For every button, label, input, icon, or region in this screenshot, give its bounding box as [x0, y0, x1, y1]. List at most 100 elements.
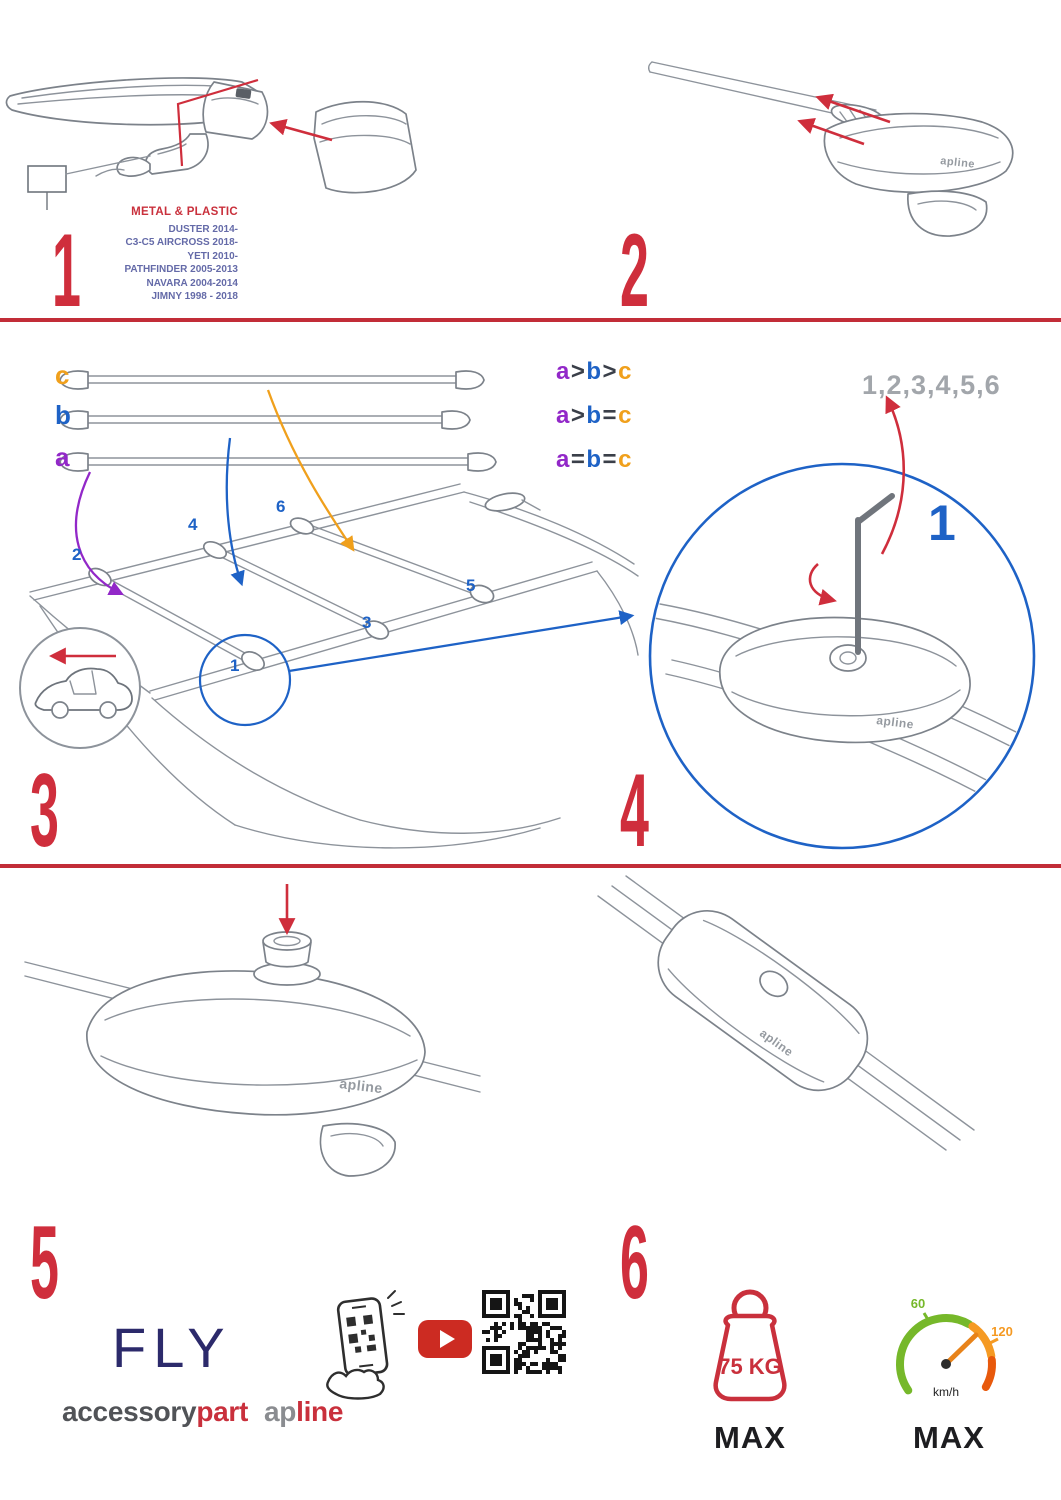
model-line: C3-C5 AIRCROSS 2018-	[125, 237, 238, 249]
car-direction-inset	[19, 627, 141, 749]
wordmark-part: part	[196, 1396, 249, 1427]
connector-b	[225, 437, 245, 587]
step5-drawing: apline	[24, 884, 481, 1177]
model-line: JIMNY 1998 - 2018	[151, 290, 238, 302]
bar-b	[59, 410, 471, 430]
step-number-3: 3	[30, 753, 59, 869]
foot-top-view: apline	[719, 616, 971, 744]
red-outline-trace	[176, 78, 259, 167]
legend-op: >	[602, 358, 618, 385]
bar-label-c: c	[55, 360, 70, 390]
tightening-legend: a>b>c a>b=c a=b=c	[556, 358, 632, 490]
hand	[326, 1368, 385, 1400]
brand-on-foot: apline	[876, 713, 915, 731]
phone-qr-scan-icon	[326, 1290, 405, 1400]
step6-drawing: apline	[597, 875, 975, 1151]
legend-row: a=b=c	[556, 446, 632, 490]
legend-c: c	[618, 358, 632, 385]
position-4: 4	[188, 515, 198, 534]
legend-c: c	[618, 446, 632, 473]
legend-b: b	[586, 402, 602, 429]
arrow-to-sequence	[880, 395, 905, 555]
car-body-lines	[29, 491, 639, 849]
knob	[262, 931, 312, 968]
qr-code-icon	[482, 1290, 566, 1374]
mounted-crossbars	[88, 517, 495, 672]
play-icon	[439, 1330, 455, 1348]
sequence-callout: 1	[928, 495, 956, 551]
model-name: FLY	[112, 1316, 232, 1379]
arrow-cover-to-bar	[269, 119, 333, 142]
connector-c	[266, 389, 355, 552]
position-3: 3	[362, 613, 371, 632]
end-cap	[907, 190, 988, 237]
rail-clamp	[95, 133, 209, 177]
step3-drawing: 2 4 6 1 3 5	[19, 370, 639, 849]
foot-cover	[202, 81, 269, 140]
legend-a: a	[556, 358, 570, 385]
step-number-1: 1	[52, 213, 81, 329]
model-line: DUSTER 2014-	[168, 224, 238, 235]
connector-a	[74, 471, 125, 596]
material-label: METAL & PLASTIC	[131, 206, 238, 218]
youtube-icon	[418, 1320, 472, 1358]
legend-row: a>b=c	[556, 402, 632, 446]
legend-c: c	[618, 402, 632, 429]
weight-value: 75 KG	[718, 1354, 782, 1379]
arrow-pad-2	[797, 117, 865, 146]
step4-drawing: apline	[648, 395, 1036, 850]
bar-a	[59, 452, 497, 472]
speed-high-label: 120	[991, 1324, 1013, 1339]
bar-c	[59, 370, 485, 390]
step-number-4: 4	[620, 753, 649, 869]
step2-drawing: apline	[647, 61, 1014, 237]
legend-op: >	[570, 402, 586, 429]
position-6: 6	[276, 497, 285, 516]
legend-op: =	[602, 446, 618, 473]
section-divider	[0, 864, 1061, 868]
side-mirror	[484, 492, 526, 512]
rotate-arrow	[808, 563, 837, 606]
model-line: YETI 2010-	[187, 250, 238, 262]
step-number-5: 5	[30, 1205, 59, 1321]
position-5: 5	[466, 576, 475, 595]
legend-op: >	[570, 358, 586, 385]
step-number-2: 2	[620, 213, 649, 329]
weight-max-label: MAX	[714, 1420, 786, 1455]
foot-body: apline	[823, 112, 1014, 194]
foot-with-knob: apline	[86, 931, 426, 1116]
model-line: NAVARA 2004-2014	[146, 277, 238, 289]
brand-on-foot: apline	[940, 155, 976, 171]
legend-row: a>b>c	[556, 358, 632, 402]
metal-plate-callout	[27, 155, 151, 210]
legend-a: a	[556, 402, 570, 429]
legend-op: =	[570, 446, 586, 473]
speed-max-label: MAX	[913, 1420, 985, 1455]
tighten-sequence-label: 1,2,3,4,5,6	[862, 370, 1001, 400]
bar-label-a: a	[55, 442, 70, 472]
phone-qr-pattern	[346, 1314, 377, 1353]
brand-on-foot: apline	[339, 1075, 384, 1096]
weight-limit-icon: 75 KG	[713, 1289, 787, 1402]
bar-label-b: b	[55, 400, 71, 430]
model-compatibility: METAL & PLASTIC DUSTER 2014- C3-C5 AIRCR…	[92, 206, 238, 303]
position-1: 1	[230, 656, 239, 675]
wordmark-accessory: accessory	[62, 1396, 197, 1427]
allen-key-icon	[855, 493, 895, 655]
legend-b: b	[586, 358, 602, 385]
legend-op: =	[602, 402, 618, 429]
wordmark-ap: ap	[264, 1396, 297, 1427]
position-2: 2	[72, 545, 81, 564]
speed-low-label: 60	[911, 1296, 925, 1311]
section-divider	[0, 318, 1061, 322]
logo-sticker	[235, 88, 252, 99]
wordmark-line: line	[296, 1396, 344, 1427]
mounted-foot: apline	[657, 909, 869, 1092]
step1-drawing	[5, 77, 417, 210]
arrow-pad-1	[815, 93, 891, 124]
cover-cap	[313, 100, 417, 194]
legend-a: a	[556, 446, 570, 473]
legend-b: b	[586, 446, 602, 473]
speed-limit-icon: 60 120 km/h	[896, 1296, 1013, 1399]
